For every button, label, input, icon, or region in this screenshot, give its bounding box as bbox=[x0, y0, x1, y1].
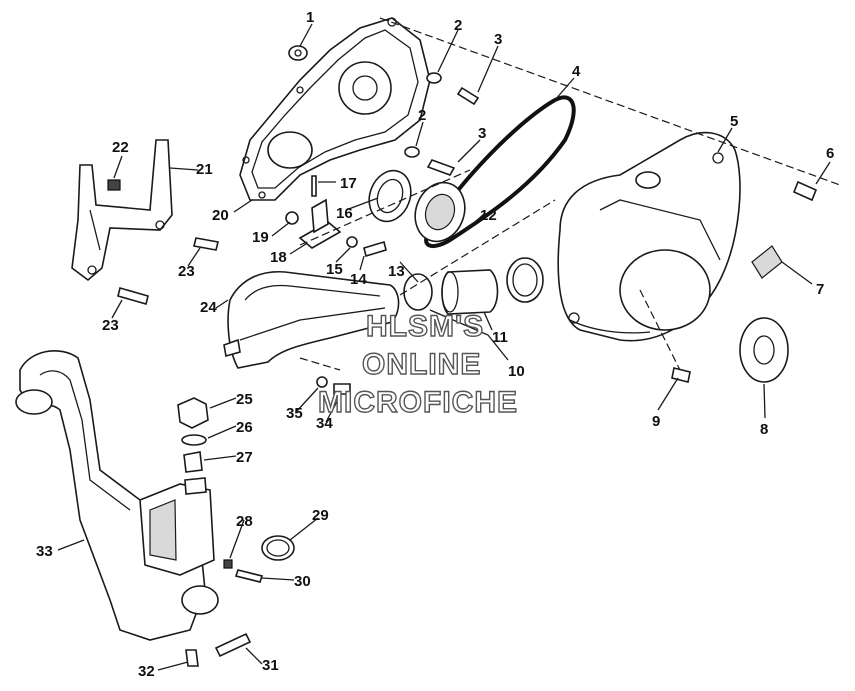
callout-6: 6 bbox=[826, 145, 834, 162]
callout-3: 3 bbox=[494, 31, 502, 48]
silencer bbox=[139, 477, 215, 576]
callout-19: 19 bbox=[252, 229, 269, 246]
callout-33: 33 bbox=[36, 543, 53, 560]
callout-20: 20 bbox=[212, 207, 229, 224]
drive-belt bbox=[424, 95, 576, 249]
callout-15: 15 bbox=[326, 261, 343, 278]
callout-13: 13 bbox=[388, 263, 405, 280]
callout-10: 10 bbox=[508, 363, 525, 380]
callout-25: 25 bbox=[236, 391, 253, 408]
callout-4: 4 bbox=[572, 63, 581, 80]
bracket-hardware bbox=[285, 175, 387, 258]
callout-3b: 3 bbox=[478, 125, 486, 142]
callout-29: 29 bbox=[312, 507, 329, 524]
outer-belt-cover bbox=[557, 131, 741, 342]
assembly-lines bbox=[299, 17, 841, 371]
callout-24: 24 bbox=[200, 299, 217, 316]
callout-2b: 2 bbox=[418, 107, 426, 124]
callout-2: 2 bbox=[454, 17, 462, 34]
callout-12: 12 bbox=[480, 207, 497, 224]
bolt-set-upper bbox=[404, 72, 480, 176]
sleeve-and-clamps bbox=[403, 257, 544, 315]
callout-34: 34 bbox=[316, 415, 333, 432]
callout-18: 18 bbox=[270, 249, 287, 266]
cap-assembly bbox=[177, 397, 209, 473]
callout-14: 14 bbox=[350, 271, 367, 288]
callout-28: 28 bbox=[236, 513, 253, 530]
seal-and-pulley bbox=[368, 169, 466, 243]
callout-21: 21 bbox=[196, 161, 213, 178]
callout-labels: 1 2 3 4 2 3 5 6 7 8 9 10 11 12 13 14 15 … bbox=[36, 9, 834, 680]
watermark-line-1: HLSM'S bbox=[366, 310, 484, 343]
duct-hardware bbox=[316, 376, 351, 395]
inner-cover-gasket bbox=[239, 17, 431, 201]
callout-22: 22 bbox=[112, 139, 129, 156]
callout-35: 35 bbox=[286, 405, 303, 422]
callout-16: 16 bbox=[336, 205, 353, 222]
watermark: HLSM'S ONLINE MICROFICHE bbox=[317, 309, 518, 419]
callout-11: 11 bbox=[492, 329, 508, 346]
callout-7: 7 bbox=[816, 281, 824, 298]
callout-23b: 23 bbox=[102, 317, 119, 334]
mount-bracket bbox=[71, 139, 219, 305]
leader-lines bbox=[57, 23, 831, 671]
callout-5: 5 bbox=[730, 113, 738, 130]
lower-hardware bbox=[185, 535, 295, 667]
cover-hardware bbox=[671, 180, 818, 383]
watermark-line-2: ONLINE bbox=[362, 348, 481, 381]
callout-31: 31 bbox=[262, 657, 279, 674]
callout-23a: 23 bbox=[178, 263, 195, 280]
callout-32: 32 bbox=[138, 663, 155, 680]
callout-17: 17 bbox=[340, 175, 357, 192]
callout-1: 1 bbox=[306, 9, 314, 26]
watermark-line-3: MICROFICHE bbox=[318, 386, 518, 419]
air-duct bbox=[223, 270, 400, 369]
callout-9: 9 bbox=[652, 413, 660, 430]
callout-27: 27 bbox=[236, 449, 253, 466]
callout-8: 8 bbox=[760, 421, 768, 438]
callout-26: 26 bbox=[236, 419, 253, 436]
washer bbox=[288, 45, 308, 61]
callout-30: 30 bbox=[294, 573, 311, 590]
